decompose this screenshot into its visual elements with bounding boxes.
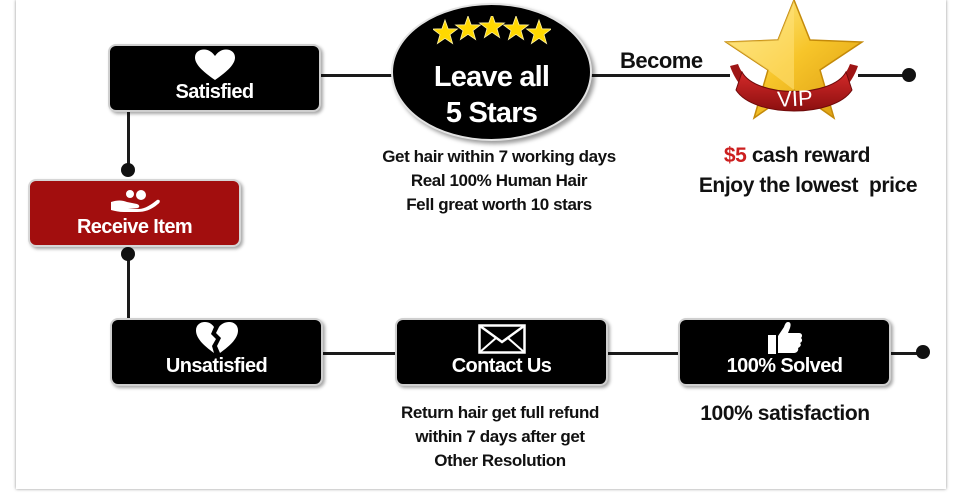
- reward-line2: Enjoy the lowest price: [698, 174, 918, 197]
- satisfied-box: Satisfied: [108, 44, 321, 112]
- star-icon: [526, 19, 551, 44]
- connector-satisfied-down: [127, 108, 130, 173]
- benefit-item: Real 100% Human Hair: [410, 171, 588, 190]
- solved-detail: 100% satisfaction: [700, 402, 870, 425]
- connector-dot: [916, 345, 930, 359]
- five-stars: [433, 16, 551, 44]
- reward-line1: $5 cash reward: [650, 141, 944, 171]
- star-icon: [479, 16, 505, 38]
- connector-satisfied-oval: [318, 74, 394, 77]
- connector-dot: [121, 163, 135, 177]
- unsatisfied-label: Unsatisfied: [165, 355, 268, 377]
- envelope-icon: [477, 323, 526, 354]
- connector-dot: [121, 247, 135, 261]
- connector-receive-down: [127, 248, 130, 320]
- solved-box: 100% Solved: [678, 318, 891, 386]
- thumbs-up-icon: [767, 322, 802, 354]
- star-icon: [433, 19, 458, 44]
- contact-detail-item: within 7 days after get: [415, 427, 585, 446]
- reward-text: cash reward: [746, 144, 871, 167]
- contact-us-box: Contact Us: [395, 318, 608, 386]
- benefit-item: Fell great worth 10 stars: [406, 195, 592, 214]
- become-label: Become: [620, 48, 703, 73]
- contact-detail-item: Other Resolution: [434, 451, 566, 470]
- connector-dot: [902, 68, 916, 82]
- star-icon: [455, 16, 481, 40]
- star-icon: [503, 16, 529, 40]
- heart-icon: [194, 49, 235, 80]
- broken-heart-icon: [195, 322, 238, 353]
- benefits-list: Get hair within 7 working days Real 100%…: [346, 145, 652, 217]
- solved-label: 100% Solved: [726, 355, 843, 377]
- leave-stars-oval: Leave all 5 Stars: [391, 3, 592, 141]
- connector-contact-solved: [605, 352, 683, 355]
- contact-details: Return hair get full refund within 7 day…: [360, 401, 640, 473]
- connector-vip-end: [858, 74, 908, 77]
- connector-unsatisfied-contact: [320, 352, 398, 355]
- connector-solved-end: [888, 352, 918, 355]
- contact-detail-item: Return hair get full refund: [401, 403, 599, 422]
- satisfied-label: Satisfied: [175, 81, 255, 103]
- receive-item-box: Receive Item: [28, 179, 241, 247]
- oval-line1: Leave all: [433, 61, 550, 93]
- vip-star-icon: [724, 0, 864, 120]
- receive-item-label: Receive Item: [76, 216, 193, 238]
- unsatisfied-box: Unsatisfied: [110, 318, 323, 386]
- reward-amount: $5: [723, 144, 747, 167]
- connector-oval-vip: [590, 74, 730, 77]
- hand-icon: [110, 189, 160, 212]
- oval-line2: 5 Stars: [445, 97, 538, 129]
- vip-reward: $5 cash reward Enjoy the lowest price: [672, 141, 944, 201]
- vip-label: VIP: [776, 85, 814, 112]
- benefit-item: Get hair within 7 working days: [382, 147, 616, 166]
- contact-us-label: Contact Us: [451, 355, 552, 377]
